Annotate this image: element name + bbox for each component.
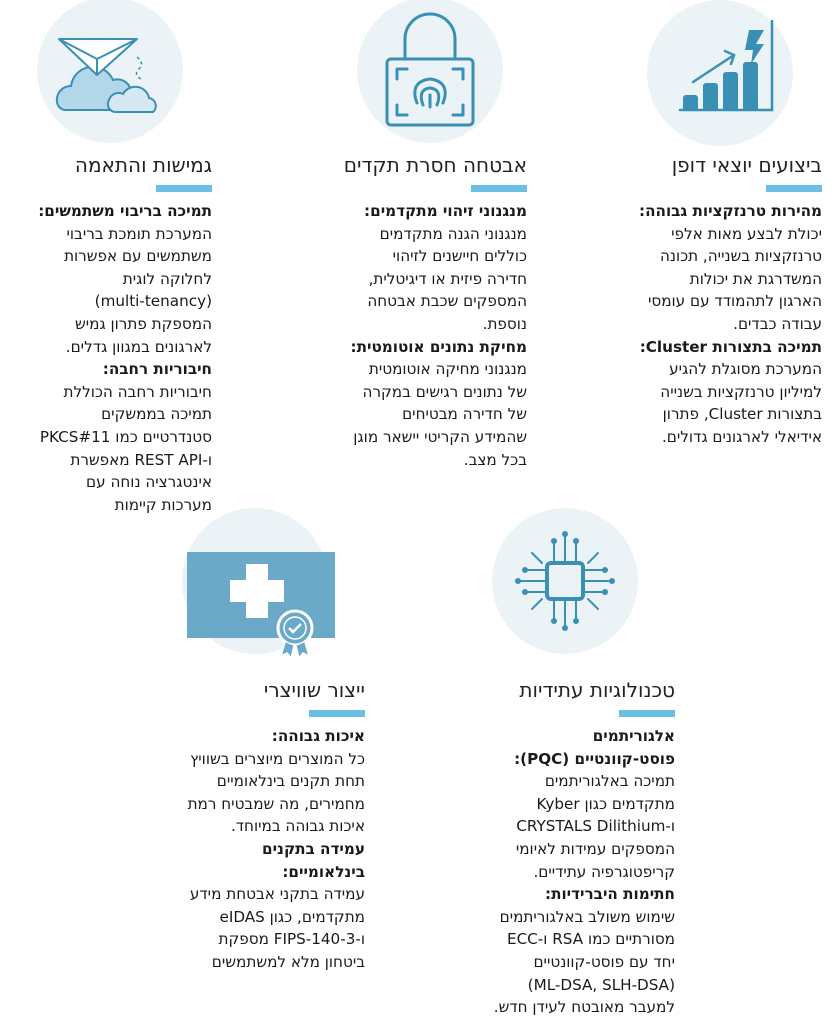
section-body-line: תמיכה באלגוריתמים (544, 772, 675, 791)
section-body-line: מנגנוני הגנה מתקדמים (379, 224, 527, 243)
title-underline (156, 185, 212, 192)
section-body-line: איכות גבוהה במיוחד. (230, 817, 365, 836)
section-body-line: סטנדרטיים כמו PKCS#11 (39, 427, 212, 446)
section-body-line: עמידה בתקני אבטחת מידע (189, 885, 365, 904)
section-body-line: (ML-DSA, SLH-DSA) (527, 975, 675, 994)
title-underline (619, 710, 675, 717)
card-performance: ביצועים יוצאי דופן מהירות טרנזקציות גבוהה… (639, 151, 822, 449)
section-body-line: משתמשים עם אפשרות (64, 247, 212, 266)
section-body-line: כל המוצרים מיוצרים בשוויץ (190, 749, 365, 768)
card-security: אבטחה חסרת תקדים מנגנוני זיהוי מתקדמים: מנ… (344, 151, 527, 471)
section-heading: איכות גבוהה: (271, 727, 365, 745)
card-future-tech: טכנולוגיות עתידיות אלגוריתמים פוסט-קוונטיי… (494, 676, 675, 1019)
section-body-line: חיבוריות רחבה הכוללת (63, 382, 212, 401)
section-body-line: (multi-tenancy) (94, 292, 212, 311)
section-body-line: למיליון טרנזקציות בשנייה (660, 382, 822, 401)
section-body-line: חדירה פיזית או דיגיטלית, (368, 269, 527, 288)
section-body-line: שימוש משולב באלגוריתמים (499, 907, 675, 926)
future-tech-icon-circle (492, 508, 638, 654)
section-body-line: ביטחון מלא למשתמשים (211, 952, 365, 971)
section-body-line: המספקת פתרון גמיש (74, 314, 212, 333)
section-body-line: המספקים עמידות לאיומי (515, 839, 675, 858)
section-body-line: כוללים חיישנים לזיהוי (392, 247, 527, 266)
section-body-line: לחלוקה לוגית (122, 269, 212, 288)
section-body-line: למעבר מאובטח לעידן חדש. (493, 998, 675, 1017)
performance-icon-circle (647, 0, 793, 146)
title-underline (766, 185, 822, 192)
section-heading: אלגוריתמים (592, 727, 675, 745)
title-underline (309, 710, 365, 717)
section-body-line: מערכות קיימות (114, 495, 212, 514)
swiss-flag-badge-icon (187, 552, 335, 660)
section-heading: חיבוריות רחבה: (102, 360, 212, 379)
section-body-line: תחת תקנים בינלאומיים (216, 772, 365, 791)
section-body-line: של נתונים רגישים במקרה (362, 382, 527, 401)
section-heading: תמיכה בתצורות Cluster: (639, 337, 822, 356)
section-heading: מחיקת נתונים אוטומטית: (350, 337, 527, 356)
section-heading: פוסט-קוונטיים (PQC): (514, 749, 675, 768)
section-body-line: בכל מצב. (463, 450, 527, 469)
section-heading: מנגנוני זיהוי מתקדמים: (364, 202, 527, 220)
section-body-line: בתצורות Cluster, פתרון (662, 405, 822, 424)
section-heading: מהירות טרנזקציות גבוהה: (639, 202, 822, 220)
title-underline (471, 185, 527, 192)
section-body-line: מנגנוני מחיקה אוטומטית (368, 360, 527, 379)
flexibility-icon-circle (37, 0, 183, 143)
section-body-line: יכולת לבצע מאות אלפי (671, 224, 822, 243)
section-body-line: מתקדמים, כגון eIDAS (219, 907, 365, 926)
section-body-line: ו-CRYSTALS Dilithium (516, 817, 675, 836)
section-body-line: מתקדמים כגון Kyber (536, 794, 675, 813)
section-body-line: מסורתיים כמו RSA ו-ECC (506, 930, 675, 949)
chip-circuit-icon (515, 531, 615, 631)
section-heading: בינלאומיים: (282, 862, 365, 881)
card-flexibility: גמישות והתאמה תמיכה בריבוי משתמשים: המערכת… (38, 151, 212, 516)
section-body-line: הארגון לתהמודד עם עומסי (647, 292, 822, 311)
section-body-line: המשדרגת את יכולות (689, 269, 822, 288)
card-title: אבטחה חסרת תקדים (343, 153, 527, 177)
section-body-line: אידיאלי לארגונים גדולים. (661, 427, 822, 446)
section-heading: חתימות היברידיות: (545, 885, 675, 904)
fingerprint-lock-icon (385, 12, 475, 127)
section-body-line: נוספת. (482, 314, 527, 333)
section-body-line: אינטגרציה נוחה עם (86, 473, 212, 492)
growth-chart-icon (678, 19, 774, 112)
swiss-made-icon-circle (182, 508, 335, 660)
card-title: גמישות והתאמה (74, 153, 212, 177)
section-heading: תמיכה בריבוי משתמשים: (38, 202, 212, 220)
section-body-line: המספקים שכבת אבטחה (367, 292, 527, 311)
card-title: ייצור שוויצרי (263, 678, 365, 702)
section-body-line: של חדירה מבטיחים (402, 405, 527, 424)
section-body-line: טרנזקציות בשנייה, תכונה (659, 247, 822, 266)
section-body-line: יחד עם פוסט-קוונטיים (533, 952, 675, 971)
section-body-line: עבודה כבדים. (733, 314, 822, 333)
section-body-line: תמיכה בממשקים (101, 405, 212, 424)
card-swiss-made: ייצור שוויצרי איכות גבוהה: כל המוצרים מיוצ… (188, 676, 365, 974)
section-body-line: המערכת תומכת בריבוי (66, 224, 213, 243)
card-title: טכנולוגיות עתידיות (519, 678, 675, 702)
section-body-line: המערכת מסוגלת להגיע (669, 360, 822, 379)
section-body-line: לארגונים במגוון גדלים. (65, 337, 212, 356)
section-body-line: ו-FIPS-140-3 מספקת (218, 930, 365, 949)
security-icon-circle (357, 0, 503, 143)
section-body-line: קריפטוגרפיה עתידיים. (533, 862, 675, 881)
section-body-line: שהמידע הקריטי יישאר מוגן (353, 427, 527, 446)
card-title: ביצועים יוצאי דופן (671, 153, 822, 177)
section-body-line: מחמירים, מה שמבטיח רמת (187, 794, 365, 813)
section-body-line: ו-REST API מאפשרת (70, 450, 212, 469)
paper-plane-clouds-icon (55, 38, 157, 113)
section-heading: עמידה בתקנים (262, 839, 365, 858)
